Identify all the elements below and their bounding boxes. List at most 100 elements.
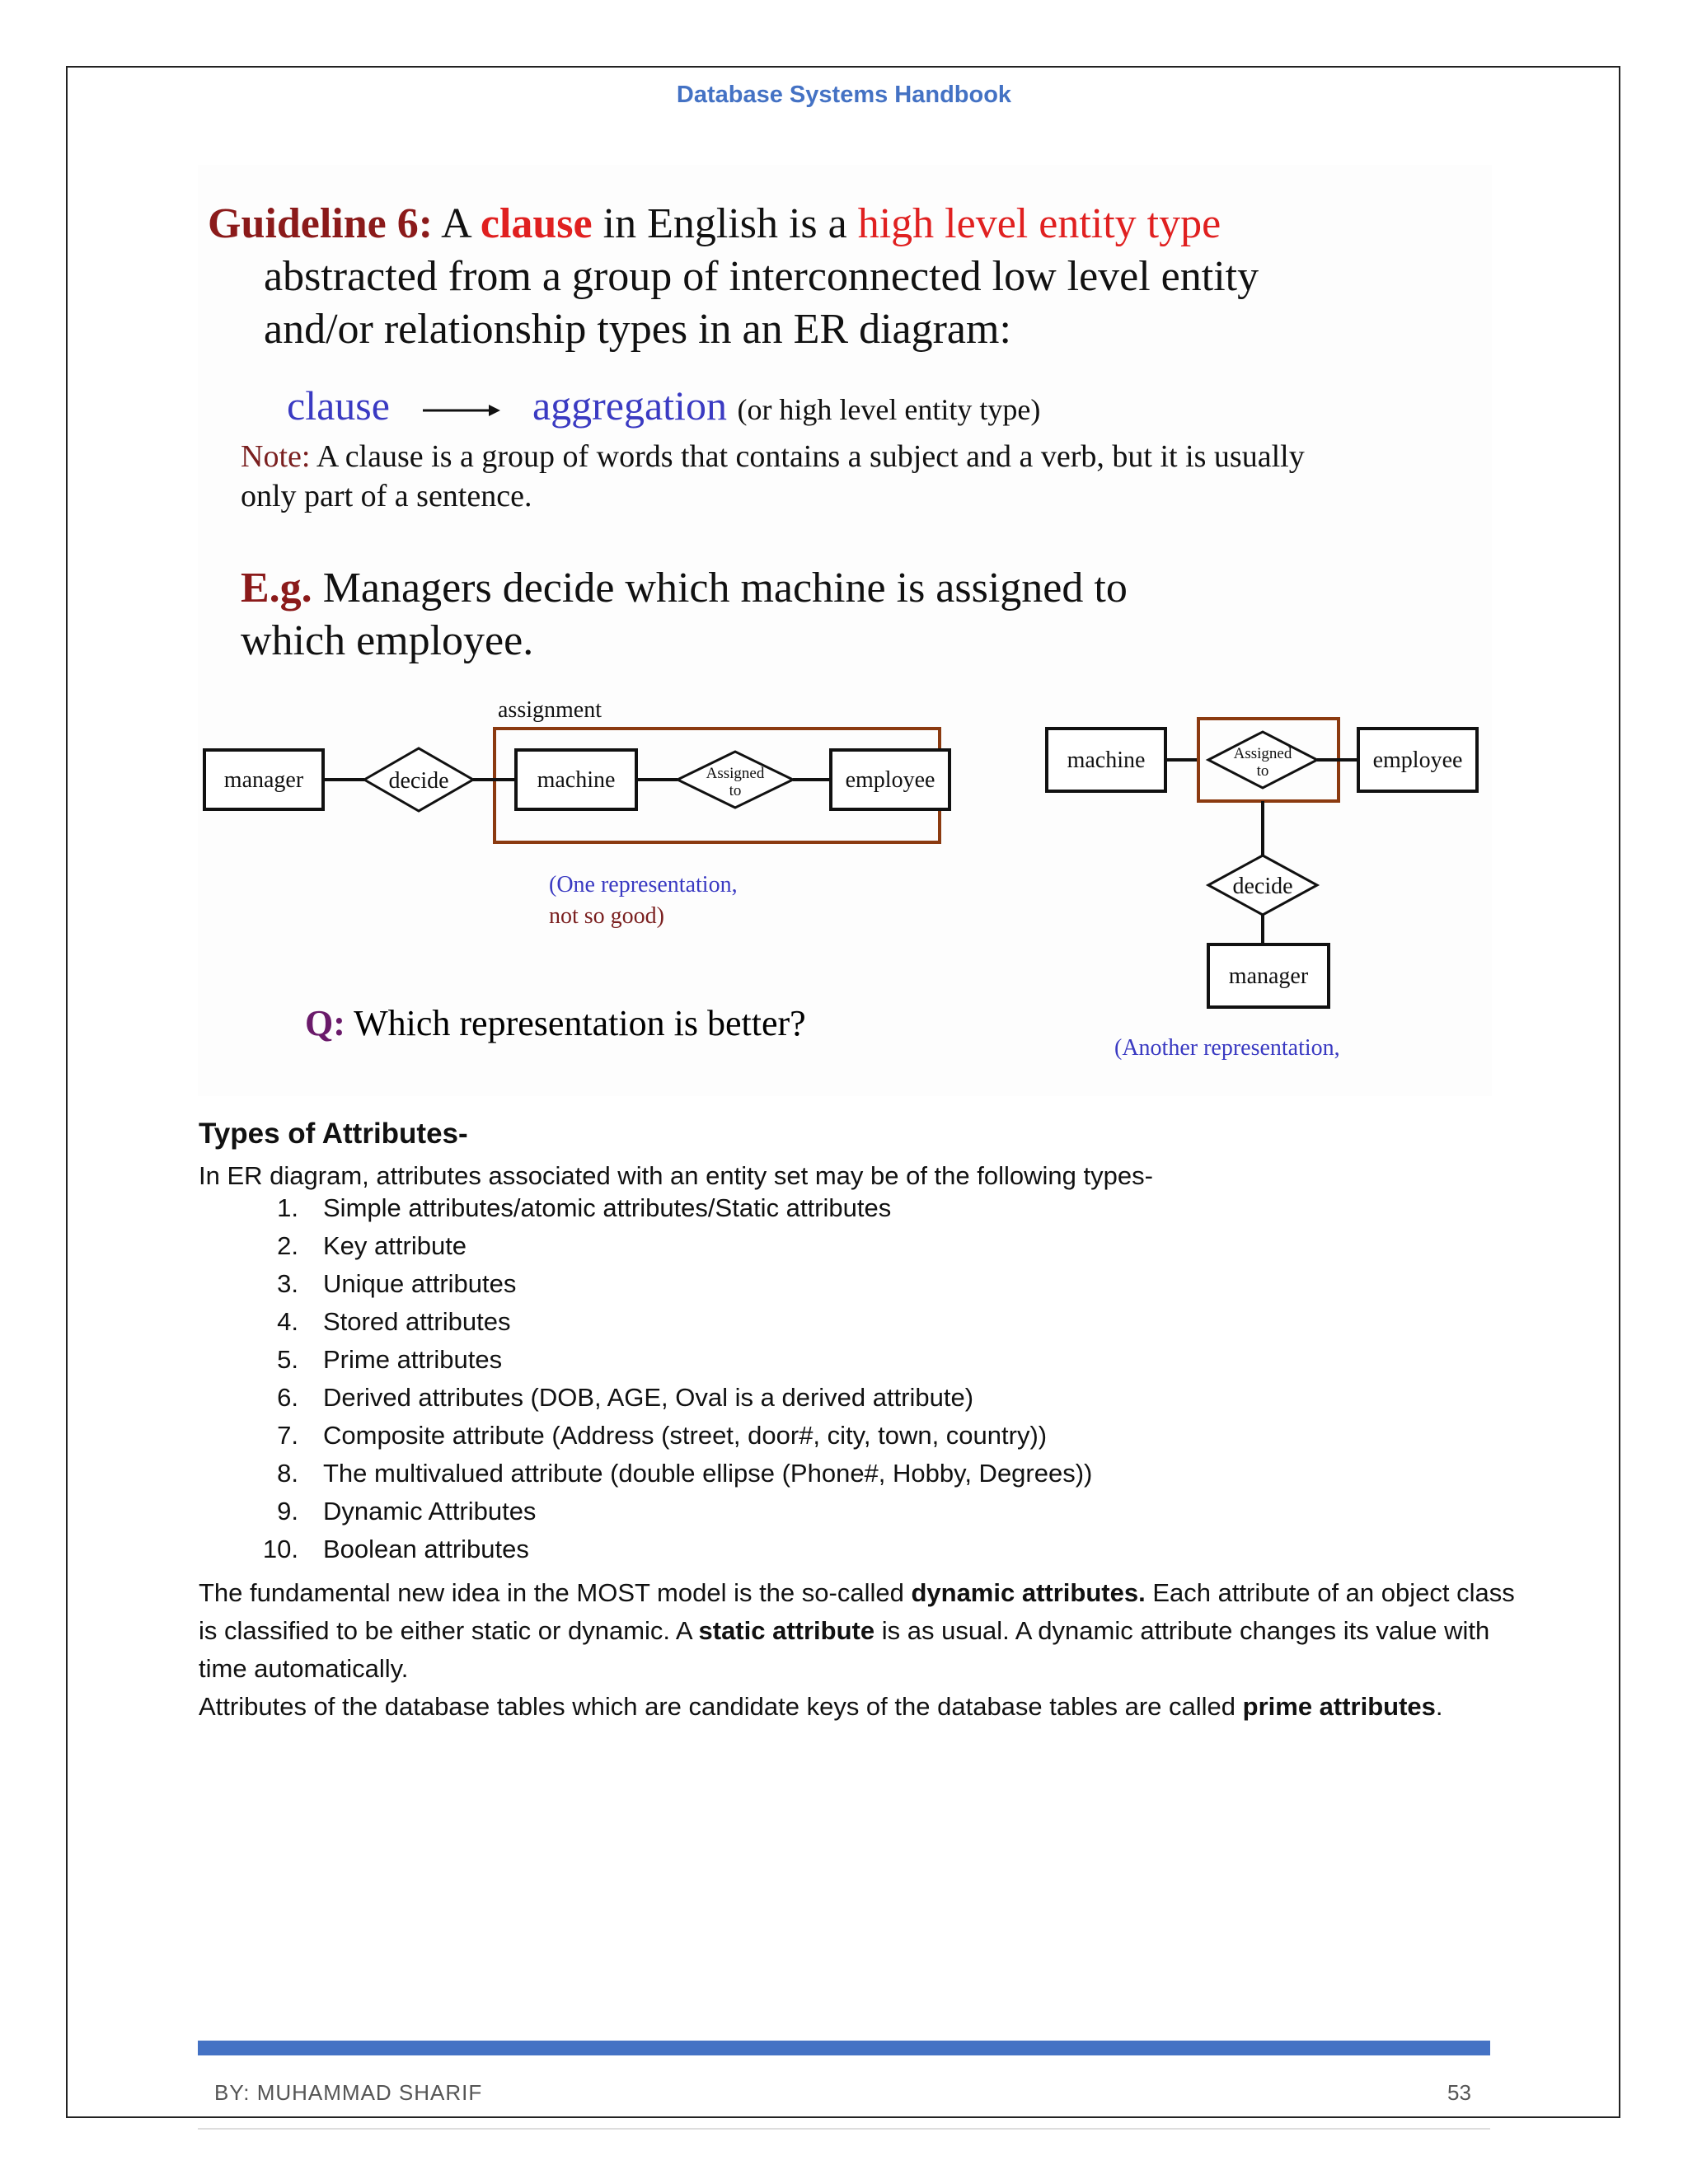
list-item-text: Prime attributes [323, 1345, 503, 1374]
relationship-assigned-label-1: Assigned [1234, 745, 1292, 762]
note-label: Note: [241, 439, 311, 474]
relationship-decide-label: decide [388, 768, 448, 794]
entity-machine [514, 748, 638, 811]
example-line-1: E.g. Managers decide which machine is as… [241, 562, 1128, 615]
mapping-aggregation: aggregation [532, 382, 727, 429]
list-item: 5. Prime attributes [239, 1345, 502, 1375]
list-item: 2. Key attribute [239, 1231, 467, 1261]
list-item: 8. The multivalued attribute (double elli… [239, 1459, 1092, 1488]
footer-page-number: 53 [1447, 2080, 1471, 2105]
relationship-decide [1205, 854, 1320, 916]
note-text-1: A clause is a group of words that contai… [316, 439, 1305, 474]
note-line-2: only part of a sentence. [241, 479, 532, 513]
list-item-number: 9. [277, 1497, 298, 1526]
list-item-number: 2. [277, 1231, 298, 1260]
list-item: 6. Derived attributes (DOB, AGE, Oval is … [239, 1383, 973, 1413]
example-label: E.g. [241, 565, 312, 612]
para1-text-c: Each attribute of an object class [1145, 1578, 1515, 1607]
mapping-line: clause aggregation (or high level entity… [287, 381, 1040, 434]
list-item: 3. Unique attributes [239, 1269, 516, 1299]
list-item-number: 3. [277, 1269, 298, 1298]
relationship-decide-label: decide [1232, 874, 1292, 899]
entity-machine-label: machine [1067, 748, 1146, 773]
list-item-text: Boolean attributes [323, 1535, 529, 1563]
er-diagram-one: assignment manager decide machine Assign… [203, 697, 951, 844]
list-item-number: 1. [277, 1193, 298, 1222]
example-line-2: which employee. [241, 617, 534, 664]
note-line-1: Note: A clause is a group of words that … [241, 437, 1305, 476]
para2-bold-static: static attribute [698, 1616, 875, 1645]
entity-manager [1207, 943, 1330, 1009]
para1-bold-dynamic: dynamic attributes. [911, 1578, 1146, 1607]
entity-employee [829, 748, 951, 811]
guideline-label: Guideline 6: [208, 200, 434, 247]
section-heading: Types of Attributes- [199, 1118, 468, 1150]
mapping-clause: clause [287, 382, 390, 429]
para4-text-c: . [1435, 1692, 1443, 1721]
guideline-line-2: abstracted from a group of interconnecte… [264, 253, 1259, 300]
example-text-1: Managers decide which machine is assigne… [322, 565, 1128, 612]
aggregate-label: assignment [498, 697, 602, 723]
bottom-divider [198, 2128, 1490, 2130]
paragraph-line-2: is classified to be either static or dyn… [199, 1612, 1517, 1650]
list-item-number: 4. [277, 1307, 298, 1336]
guideline-a: A [441, 200, 470, 247]
guideline-mid: in English is a [603, 200, 847, 247]
footer-bar [198, 2041, 1490, 2055]
caption-one-line-1: (One representation, [549, 872, 738, 898]
paragraph-line-1: The fundamental new idea in the MOST mod… [199, 1574, 1517, 1612]
question-line: Q: Which representation is better? [305, 1002, 806, 1044]
entity-manager-label: manager [224, 767, 304, 793]
mapping-paren: (or high level entity type) [737, 393, 1041, 426]
relationship-assigned-label-2: to [1257, 762, 1269, 780]
slide-background [198, 165, 1492, 1096]
entity-manager [203, 748, 325, 811]
entity-manager-label: manager [1229, 963, 1309, 989]
list-item-text: Composite attribute (Address (street, do… [323, 1421, 1048, 1450]
list-item: 9. Dynamic Attributes [239, 1497, 536, 1526]
footer-author: BY: MUHAMMAD SHARIF [214, 2080, 483, 2105]
list-item: 10. Boolean attributes [239, 1535, 529, 1564]
guideline-line-1: Guideline 6: A clause in English is a hi… [208, 198, 1526, 251]
diagram-two-caption: (Another representation, [1114, 1035, 1340, 1061]
entity-employee-label: employee [846, 767, 935, 793]
paragraph-line-4: Attributes of the database tables which … [199, 1688, 1517, 1726]
para4-text-a: Attributes of the database tables which … [199, 1692, 1243, 1721]
guideline-clause: clause [480, 200, 593, 247]
list-item-number: 5. [277, 1345, 298, 1374]
paragraph-line-3: time automatically. [199, 1654, 409, 1683]
page-header-title: Database Systems Handbook [676, 82, 1012, 108]
guideline-line-3: and/or relationship types in an ER diagr… [264, 306, 1011, 353]
para1-text-a: The fundamental new idea in the MOST mod… [199, 1578, 912, 1607]
entity-machine [1045, 727, 1167, 793]
entity-employee [1357, 727, 1479, 793]
section-intro: In ER diagram, attributes associated wit… [199, 1161, 1153, 1190]
para4-bold-prime: prime attributes [1242, 1692, 1436, 1721]
list-item: 4. Stored attributes [239, 1307, 510, 1337]
list-item-text: Derived attributes (DOB, AGE, Oval is a … [323, 1383, 974, 1412]
relationship-assigned-label-1: Assigned [706, 765, 765, 782]
list-item: 7.Composite attribute (Address (street, … [239, 1421, 1047, 1451]
list-item-text: Simple attributes/atomic attributes/Stat… [323, 1193, 892, 1222]
question-label: Q: [305, 1003, 345, 1043]
list-item: 1. Simple attributes/atomic attributes/St… [239, 1193, 891, 1223]
list-item-number: 8. [277, 1459, 298, 1488]
para2-text-a: is classified to be either static or dyn… [199, 1616, 699, 1645]
list-item-number: 6. [277, 1383, 298, 1412]
list-item-text: Key attribute [323, 1231, 467, 1260]
question-text: Which representation is better? [354, 1003, 806, 1043]
relationship-assigned-label-2: to [729, 782, 742, 799]
page-frame [66, 66, 1620, 2118]
list-item-text: Unique attributes [323, 1269, 517, 1298]
er-diagram-two: machine Assigned to employee decide mana… [1045, 717, 1479, 1009]
entity-employee-label: employee [1373, 748, 1463, 773]
entity-machine-label: machine [537, 767, 616, 793]
right-arrow-icon [423, 404, 501, 416]
list-item-text: Stored attributes [323, 1307, 511, 1336]
list-item-text: The multivalued attribute (double ellips… [323, 1459, 1093, 1488]
list-item-number: 10. [262, 1535, 298, 1563]
list-item-text: Dynamic Attributes [323, 1497, 537, 1526]
guideline-high-level: high level entity type [857, 200, 1221, 247]
caption-one-line-2: not so good) [549, 903, 664, 929]
diagram-one-caption: (One representation, not so good) [549, 869, 738, 932]
